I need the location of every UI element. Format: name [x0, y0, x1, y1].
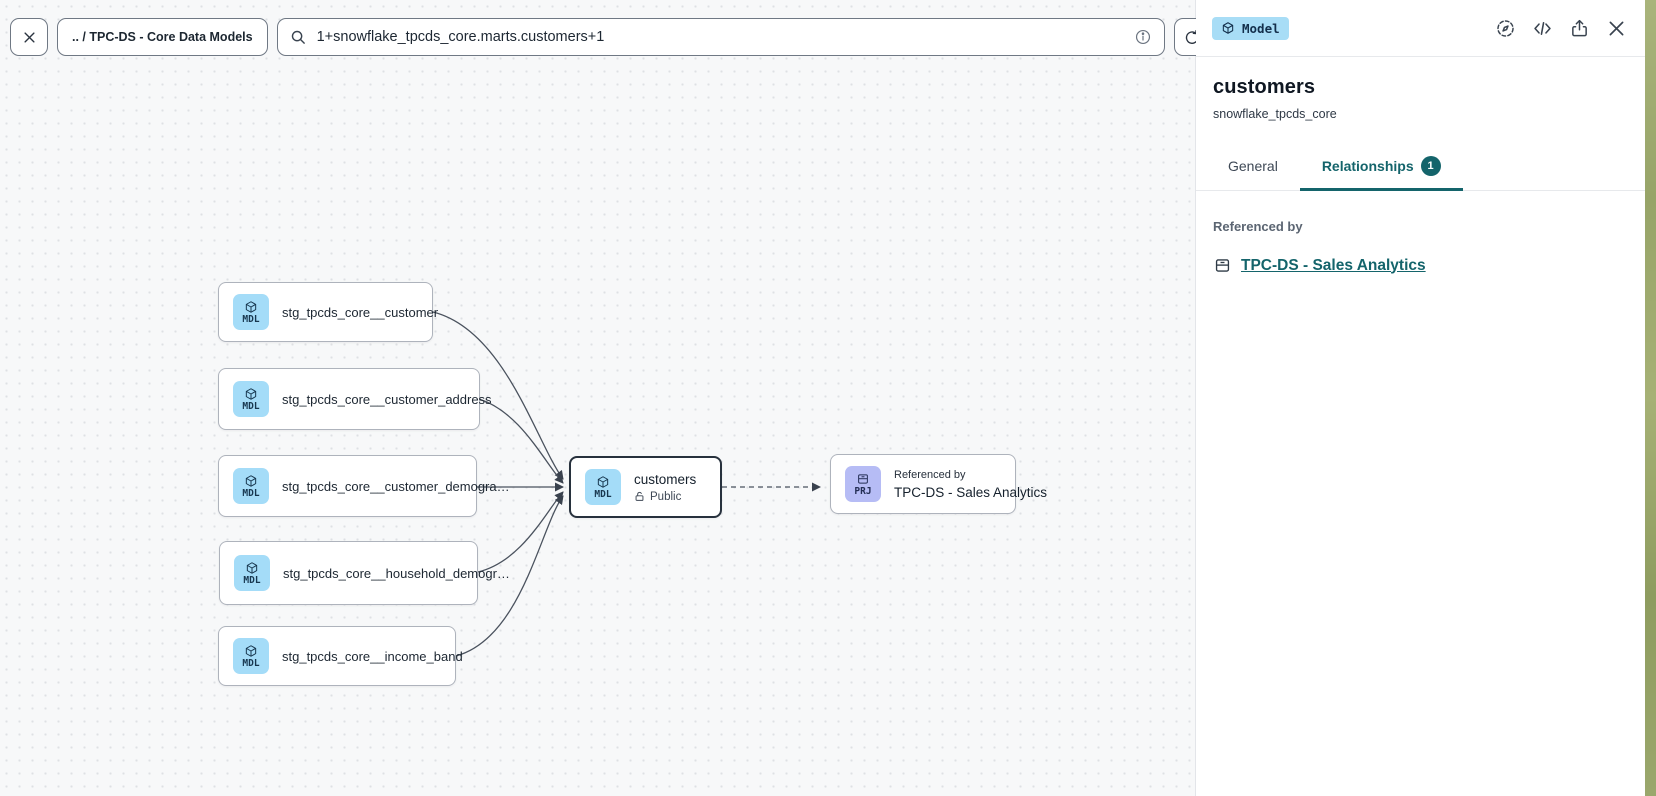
node-label: stg_tpcds_core__customer_address	[282, 391, 492, 407]
model-icon: MDL	[233, 638, 269, 674]
referenced-project-link[interactable]: TPC-DS - Sales Analytics	[1241, 256, 1426, 274]
node-label: stg_tpcds_core__customer	[282, 304, 439, 320]
tab-relationships[interactable]: Relationships 1	[1299, 145, 1463, 191]
code-icon	[1534, 21, 1551, 35]
model-icon: MDL	[233, 381, 269, 417]
node-type-label: MDL	[242, 313, 260, 325]
model-node-stg-income-band[interactable]: MDL stg_tpcds_core__income_band	[218, 626, 463, 686]
node-label: stg_tpcds_core__household_demogr…	[283, 565, 510, 581]
model-node-customers-selected[interactable]: MDL customers Public	[569, 456, 722, 518]
panel-tabs: General Relationships 1	[1196, 145, 1645, 191]
resource-type-label: Model	[1242, 20, 1280, 36]
referenced-project-row: TPC-DS - Sales Analytics	[1213, 256, 1628, 275]
lineage-edges	[432, 311, 821, 657]
share-icon	[1572, 19, 1587, 36]
close-icon	[1609, 21, 1624, 35]
panel-title-block: customers snowflake_tpcds_core	[1196, 76, 1645, 121]
model-node-stg-customer-address[interactable]: MDL stg_tpcds_core__customer_address	[218, 368, 492, 430]
share-button[interactable]	[1567, 16, 1592, 41]
visibility-label: Public	[650, 490, 682, 503]
tab-general[interactable]: General	[1206, 145, 1300, 191]
referenced-by-heading: Referenced by	[1213, 219, 1303, 234]
model-node-stg-customer-demographics[interactable]: MDL stg_tpcds_core__customer_demogra…	[218, 455, 510, 517]
tab-relationships-label: Relationships	[1321, 158, 1414, 174]
lineage-canvas[interactable]: .. / TPC-DS - Core Data Models	[0, 0, 1212, 796]
search-icon	[291, 30, 305, 44]
project-icon: PRJ	[845, 466, 881, 502]
breadcrumb-label: .. / TPC-DS - Core Data Models	[72, 30, 253, 44]
details-panel: Model	[1196, 0, 1645, 796]
model-icon: MDL	[234, 555, 270, 591]
tab-general-label: General	[1228, 158, 1278, 174]
lineage-selector-box[interactable]	[276, 18, 1165, 56]
node-kicker: Referenced by	[894, 468, 966, 481]
node-type-label: PRJ	[854, 485, 872, 497]
model-icon: MDL	[233, 468, 269, 504]
resource-type-badge: Model	[1212, 16, 1289, 40]
explore-lineage-button[interactable]	[1493, 16, 1518, 41]
page-title: customers	[1213, 76, 1316, 98]
model-icon: MDL	[233, 294, 269, 330]
relationships-count-badge: 1	[1420, 156, 1441, 176]
node-visibility: Public	[634, 491, 696, 503]
node-type-label: MDL	[242, 400, 260, 412]
model-node-stg-customer[interactable]: MDL stg_tpcds_core__customer	[218, 282, 438, 342]
model-icon: MDL	[585, 469, 621, 505]
node-type-label: MDL	[243, 574, 261, 586]
node-type-label: MDL	[594, 488, 612, 500]
unlock-icon	[635, 491, 644, 501]
info-icon[interactable]	[1134, 28, 1152, 46]
canvas-toolbar: .. / TPC-DS - Core Data Models	[10, 18, 1212, 56]
node-type-label: MDL	[242, 487, 260, 499]
desktop-wallpaper-strip	[1645, 0, 1656, 796]
referenced-by-section: Referenced by TPC-DS - Sales Analytics	[1196, 219, 1645, 275]
model-cube-icon	[1222, 22, 1234, 34]
project-node-sales-analytics[interactable]: PRJ Referenced by TPC-DS - Sales Analyti…	[830, 454, 1047, 514]
close-lineage-button[interactable]	[10, 18, 48, 56]
model-node-stg-household-demographics[interactable]: MDL stg_tpcds_core__household_demogr…	[219, 541, 510, 605]
compass-icon	[1497, 19, 1514, 37]
panel-header: Model	[1196, 0, 1645, 57]
panel-actions	[1493, 16, 1629, 41]
lineage-selector-input[interactable]	[316, 29, 1124, 45]
close-panel-button[interactable]	[1604, 16, 1629, 41]
node-label: TPC-DS - Sales Analytics	[894, 484, 1048, 500]
project-icon	[1215, 259, 1230, 272]
node-label: stg_tpcds_core__customer_demogra…	[282, 478, 510, 494]
close-icon	[23, 31, 35, 43]
breadcrumb[interactable]: .. / TPC-DS - Core Data Models	[57, 18, 268, 56]
view-code-button[interactable]	[1530, 16, 1555, 41]
node-type-label: MDL	[242, 657, 260, 669]
node-label: stg_tpcds_core__income_band	[282, 648, 463, 664]
project-subtitle: snowflake_tpcds_core	[1213, 107, 1337, 121]
node-label: customers	[634, 471, 697, 487]
